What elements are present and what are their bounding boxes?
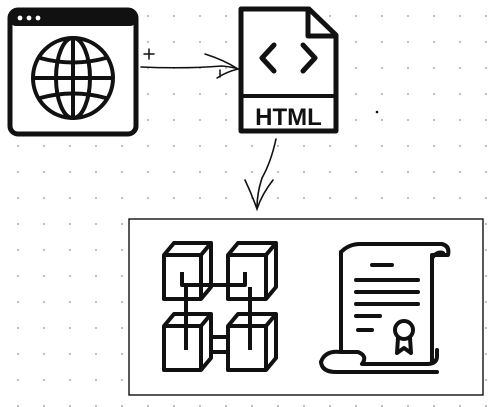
html-file-icon: HTML (238, 6, 339, 134)
certificate-scroll-icon (319, 242, 451, 374)
stray-dot (375, 110, 379, 114)
blockchain-cubes-icon (162, 241, 278, 372)
html-file-label: HTML (255, 104, 322, 131)
connector-html-to-group (244, 138, 277, 212)
globe-browser-icon (7, 7, 139, 137)
connector-browser-to-html (140, 48, 240, 79)
